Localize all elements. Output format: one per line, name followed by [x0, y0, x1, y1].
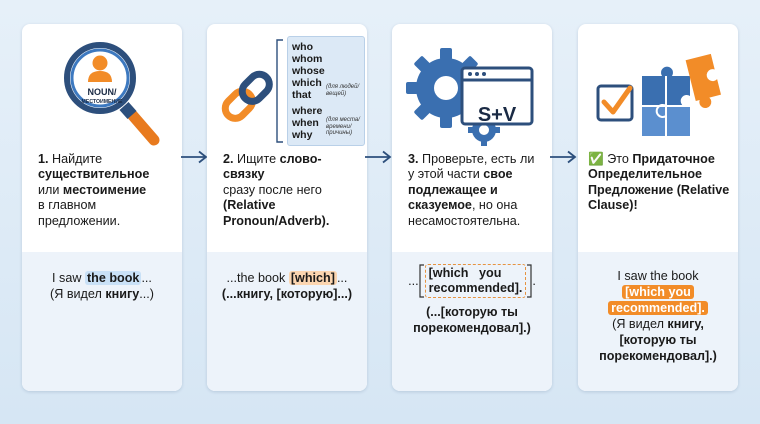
example-panel-3 — [392, 252, 552, 391]
step-card-3: S+V 3. Проверьте, есть ли у этой части с… — [392, 24, 552, 391]
arrow-right-icon — [365, 150, 392, 164]
word-which: which — [292, 77, 322, 89]
word-whom: whom — [292, 53, 323, 65]
example-panel-4 — [578, 252, 738, 391]
note-people-things: (для людей/ вещей) — [326, 84, 360, 97]
bracket-icon — [276, 39, 283, 143]
word-that: that — [292, 89, 312, 101]
step-card-2: who whom whose which that (для людей/ ве… — [207, 24, 367, 391]
check-icon: ✅ — [588, 152, 604, 166]
relative-words-list: who whom whose which that (для людей/ ве… — [287, 36, 365, 146]
example-text-3: ... [which you recommended]. . (...[кото… — [408, 264, 536, 335]
example-text-4: I saw the book [which you recommended]. … — [599, 269, 717, 363]
word-whose: whose — [292, 65, 325, 77]
puzzle-check-icon — [596, 53, 721, 136]
open-bracket-icon — [419, 264, 424, 298]
sv-label: S+V — [477, 104, 517, 126]
word-who: who — [292, 41, 313, 53]
close-bracket-icon — [527, 264, 532, 298]
example-text-1: I saw the book... (Я видел книгу...) — [50, 271, 154, 301]
arrow-right-icon — [181, 150, 208, 164]
word-when: when — [292, 117, 319, 129]
step-text-1: 1. Найдите существительное или местоимен… — [38, 152, 150, 228]
example-text-2: ...the book [which]... (...книгу, [котор… — [221, 271, 353, 301]
word-where: where — [292, 105, 323, 117]
step-card-4: ✅ Это Придаточное Определительное Предло… — [578, 24, 738, 391]
step-card-1: NOUN/ МЕСТОИМЕНИЕ 1. Найдите существител… — [22, 24, 182, 391]
chain-link-icon — [221, 70, 273, 122]
step-text-2: 2. Ищите слово-связку сразу после него (… — [223, 152, 330, 228]
step-text-4: ✅ Это Придаточное Определительное Предло… — [588, 152, 730, 213]
magnifier-person-icon — [64, 42, 160, 146]
clause-box: [which you recommended]. — [424, 264, 527, 298]
example-panel-2 — [207, 252, 367, 391]
word-why: why — [292, 129, 313, 141]
gears-window-icon — [406, 48, 534, 146]
step-text-3: 3. Проверьте, есть ли у этой части свое … — [408, 152, 535, 228]
arrow-right-icon — [550, 150, 577, 164]
icon-label-noun: NOUN/ — [87, 87, 117, 97]
note-place-time-reason: (для места/ времени/ причины) — [326, 117, 360, 136]
icon-label-pronoun: МЕСТОИМЕНИЕ — [81, 99, 123, 105]
